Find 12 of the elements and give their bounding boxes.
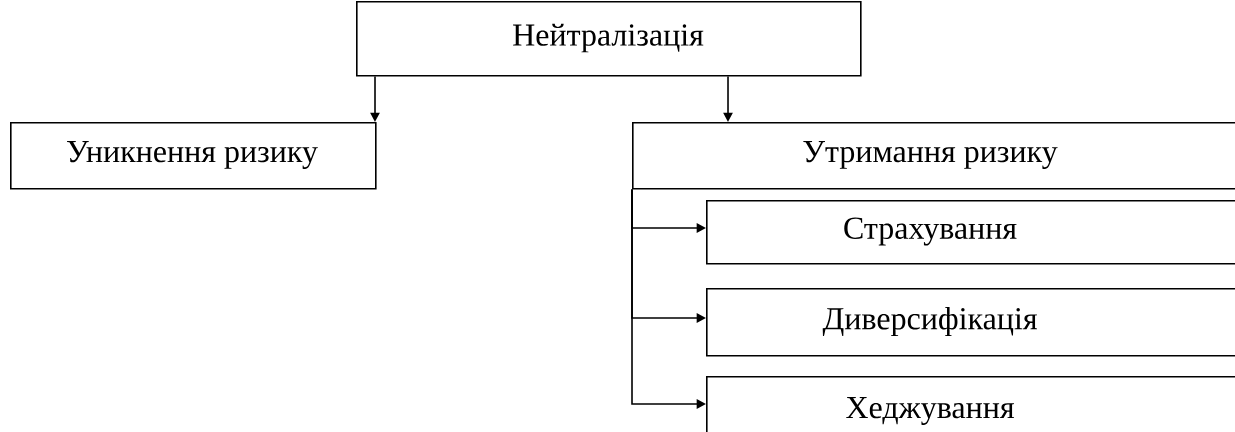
box-label: Хеджування: [846, 397, 1014, 425]
process-box: [632, 122, 1235, 190]
box-label: Уникнення ризику: [67, 141, 318, 169]
box-label: Нейтралізація: [513, 23, 704, 53]
process-box: [10, 122, 377, 190]
box-label: Утримання ризику: [803, 141, 1058, 169]
process-box: [706, 200, 1235, 265]
process-box: [356, 1, 862, 77]
box-label: Страхування: [844, 217, 1017, 246]
process-box: [706, 376, 1235, 432]
process-box: [706, 288, 1235, 357]
box-label: Диверсифікація: [822, 307, 1037, 336]
